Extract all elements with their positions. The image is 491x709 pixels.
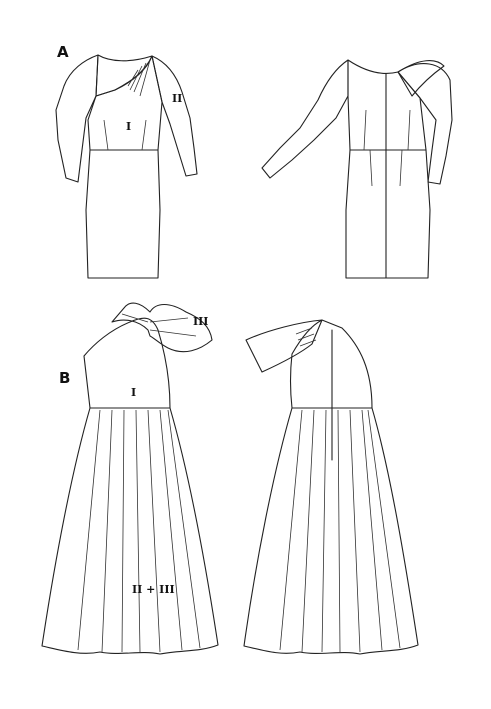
view-b-label: B xyxy=(59,369,70,387)
view-a-front-lace-yoke xyxy=(95,54,153,97)
view-b-bodice-part-label: I xyxy=(131,386,136,399)
view-a-label: A xyxy=(57,43,69,61)
view-a-back-dress xyxy=(261,59,453,279)
view-b-back-bodice xyxy=(289,319,373,409)
view-a-front-dress: I II xyxy=(55,54,198,279)
view-a-back-skirt xyxy=(345,149,431,279)
view-b-back-bow-flap xyxy=(245,319,323,373)
view-a-front-bodice xyxy=(87,55,163,151)
view-b-back-skirt xyxy=(243,407,419,655)
view-a-front-left-sleeve xyxy=(55,54,99,183)
view-b-front-skirt-folds xyxy=(77,409,201,653)
view-a-back-lace-strap xyxy=(397,60,445,97)
view-a-drape-folds xyxy=(127,59,151,97)
view-b-bow-part-label: III xyxy=(193,315,208,328)
view-a-front-darts xyxy=(103,119,147,151)
view-b-front-dress: I III II + III xyxy=(41,302,219,655)
view-a-front-right-sleeve xyxy=(151,55,198,177)
view-b-back-gathers xyxy=(295,327,317,347)
view-a-bodice-part-label: I xyxy=(126,120,131,133)
view-b-front-bow xyxy=(111,302,213,353)
view-b-back-dress xyxy=(243,319,419,655)
view-b-bow-folds xyxy=(121,313,197,337)
view-a-sleeve-part-label: II xyxy=(172,92,182,105)
view-a-back-right-sleeve xyxy=(397,63,453,185)
view-a-back-left-sleeve xyxy=(261,59,349,179)
view-b-front-bodice xyxy=(83,317,171,409)
view-a-back-bodice xyxy=(347,59,427,151)
view-b-front-skirt xyxy=(41,407,219,655)
view-b-skirt-part-label: II + III xyxy=(132,583,175,596)
view-a-front-skirt xyxy=(85,149,161,279)
view-b-back-skirt-folds xyxy=(279,409,401,653)
view-a-back-darts xyxy=(363,109,411,187)
